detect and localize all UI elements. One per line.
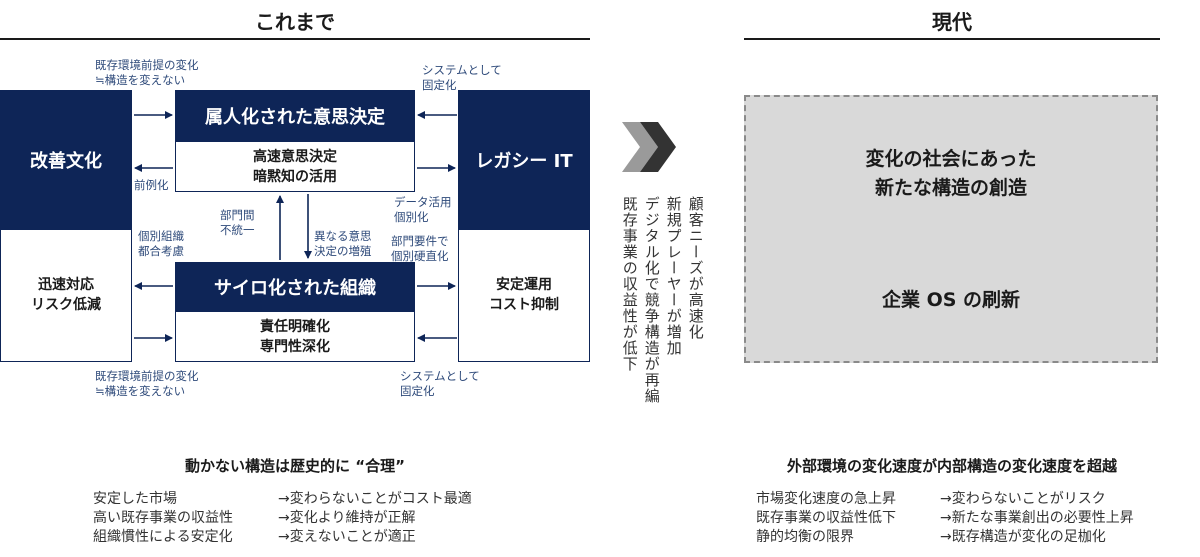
right-title-rule	[744, 38, 1160, 40]
reason-3: デジタル化で競争構造が再編	[642, 196, 661, 404]
right-footer-title: 外部環境の変化速度が内部構造の変化速度を超越	[786, 457, 1117, 475]
reason-2: 新規プレーヤーが増加	[664, 196, 683, 356]
left-footer-effect: →変わらないことがコスト最適	[278, 491, 472, 507]
zokujin-body: 高速意思決定 暗黙知の活用	[253, 148, 337, 185]
note-bottom-left: 既存環境前提の変化 ≒構造を変えない	[95, 369, 199, 398]
reason-4: 既存事業の収益性が低下	[620, 196, 639, 372]
kaizen-block: 改善文化	[0, 90, 132, 230]
note-bottom-right: システムとして 固定化	[400, 369, 480, 398]
left-footer-cause: 安定した市場	[93, 491, 177, 507]
right-footer-cause: 既存事業の収益性低下	[756, 509, 896, 526]
note-kobetsu: 個別組織 都合考慮	[138, 229, 184, 258]
legacy-it-block: レガシー IT	[458, 90, 590, 230]
right-footer-effect: →新たな事業創出の必要性上昇	[940, 509, 1134, 526]
note-kotonaru: 異なる意思 決定の増殖	[314, 229, 372, 258]
kaizen-sub: 迅速対応 リスク低減	[31, 276, 101, 313]
note-top-right: システムとして 固定化	[422, 63, 502, 92]
right-footer-cause: 市場変化速度の急上昇	[756, 491, 896, 507]
note-precedent: 前例化	[134, 178, 169, 192]
left-footer-title: 動かない構造は歴史的に “合理”	[185, 457, 405, 475]
left-title-rule	[0, 38, 590, 40]
silo-body: 責任明確化 専門性深化	[260, 318, 330, 355]
right-footer-row: 市場変化速度の急上昇 →変わらないことがリスク	[756, 490, 1134, 509]
chevron-double-icon	[622, 122, 676, 172]
left-footer-row: 安定した市場 →変わらないことがコスト最適	[93, 490, 472, 509]
left-footer-effect: →変化より維持が正解	[278, 509, 416, 526]
right-footer-row: 既存事業の収益性低下 →新たな事業創出の必要性上昇	[756, 509, 1134, 528]
right-footer-effect: →変わらないことがリスク	[940, 491, 1106, 507]
zokujin-heading: 属人化された意思決定	[175, 90, 415, 142]
note-data-use: データ活用 個別化	[394, 195, 452, 224]
left-footer-effect: →変えないことが適正	[278, 528, 416, 545]
left-footer-list: 安定した市場 →変わらないことがコスト最適 高い既存事業の収益性 →変化より維持…	[93, 490, 472, 547]
note-top-left: 既存環境前提の変化 ≒構造を変えない	[95, 58, 199, 87]
note-bumon-kan: 部門間 不統一	[220, 208, 255, 237]
left-section-title: これまで	[255, 10, 335, 34]
modern-box-top-text: 変化の社会にあった 新たな構造の創造	[865, 148, 1037, 199]
silo-heading: サイロ化された組織	[175, 262, 415, 312]
left-footer-row: 高い既存事業の収益性 →変化より維持が正解	[93, 509, 472, 528]
right-section-title: 現代	[932, 10, 972, 34]
right-footer-row: 静的均衡の限界 →既存構造が変化の足枷化	[756, 528, 1134, 547]
right-footer-cause: 静的均衡の限界	[756, 528, 854, 545]
left-footer-cause: 高い既存事業の収益性	[93, 509, 233, 526]
modern-box	[744, 95, 1158, 363]
left-footer-row: 組織慣性による安定化 →変えないことが適正	[93, 528, 472, 547]
legacy-sub: 安定運用 コスト抑制	[489, 276, 559, 313]
left-footer-cause: 組織慣性による安定化	[93, 528, 233, 545]
reason-1: 顧客ニーズが高速化	[686, 196, 705, 340]
note-bumon-yoken: 部門要件で 個別硬直化	[391, 234, 449, 263]
right-footer-list: 市場変化速度の急上昇 →変わらないことがリスク 既存事業の収益性低下 →新たな事…	[756, 490, 1134, 547]
modern-box-bottom-text: 企業 OS の刷新	[881, 289, 1021, 311]
right-footer-effect: →既存構造が変化の足枷化	[940, 528, 1106, 545]
